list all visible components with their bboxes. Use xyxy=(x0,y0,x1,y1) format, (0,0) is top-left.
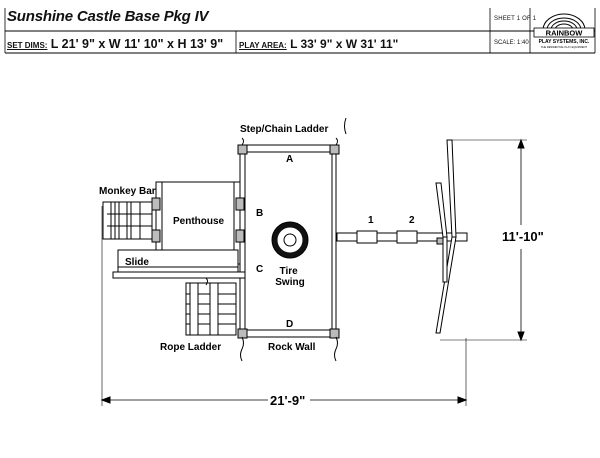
play-area: PLAY AREA: L 33' 9" x W 31' 11" xyxy=(239,37,398,51)
label-rope-ladder: Rope Ladder xyxy=(160,342,221,353)
drawing-scale: SCALE: 1:40 xyxy=(494,40,529,46)
label-swing-2: 2 xyxy=(409,215,415,226)
deck-bottom-beam xyxy=(239,329,337,338)
swing-seat-2 xyxy=(396,230,418,244)
post-tl xyxy=(237,144,248,155)
tire-center xyxy=(283,233,297,247)
label-tire-line2: Swing xyxy=(275,277,304,288)
drawing-title: Sunshine Castle Base Pkg IV xyxy=(7,8,209,25)
swing-beam xyxy=(336,232,446,242)
label-c: C xyxy=(256,264,263,275)
dimension-width: 11'-10" xyxy=(502,229,544,244)
label-penthouse: Penthouse xyxy=(173,216,225,227)
swing-seat-1 xyxy=(356,230,378,244)
label-d: D xyxy=(286,319,293,330)
label-rock-wall: Rock Wall xyxy=(268,342,316,353)
label-slide: Slide xyxy=(125,257,149,268)
set-dimensions: SET DIMS: L 21' 9" x W 11' 10" x H 13' 9… xyxy=(7,37,223,51)
deck-right-rail xyxy=(331,146,337,337)
label-b: B xyxy=(256,208,263,219)
label-a: A xyxy=(286,154,293,165)
a-frame-leg-bottom xyxy=(435,236,457,334)
dimension-length: 21'-9" xyxy=(270,393,305,408)
logo-tagline: THE RESIDENTIAL PLAY EQUIPMENT xyxy=(541,45,587,49)
step-chain-ladder-leader xyxy=(344,117,347,135)
label-tire-swing: Tire Swing xyxy=(275,266,304,288)
sheet-number: SHEET 1 OF 1 xyxy=(494,16,537,22)
a-frame-leg-top xyxy=(446,139,457,238)
label-swing-1: 1 xyxy=(368,215,374,226)
company-logo: RAINBOW PLAY SYSTEMS, INC. THE RESIDENTI… xyxy=(533,13,595,49)
post-br xyxy=(329,328,340,339)
play-area-label: PLAY AREA: xyxy=(239,41,287,50)
set-dims-label: SET DIMS: xyxy=(7,41,48,50)
post-bl xyxy=(237,328,248,339)
label-step-chain-ladder: Step/Chain Ladder xyxy=(240,124,328,135)
label-monkey-bar: Monkey Bar xyxy=(99,186,156,197)
deck-top-beam xyxy=(239,144,337,153)
set-dims-value: L 21' 9" x W 11' 10" x H 13' 9" xyxy=(50,37,224,51)
play-area-value: L 33' 9" x W 31' 11" xyxy=(290,37,399,51)
label-tire-line1: Tire xyxy=(280,266,299,277)
logo-line2: PLAY SYSTEMS, INC. xyxy=(539,39,590,45)
logo-name: RAINBOW xyxy=(546,29,584,38)
post-tr xyxy=(329,144,340,155)
